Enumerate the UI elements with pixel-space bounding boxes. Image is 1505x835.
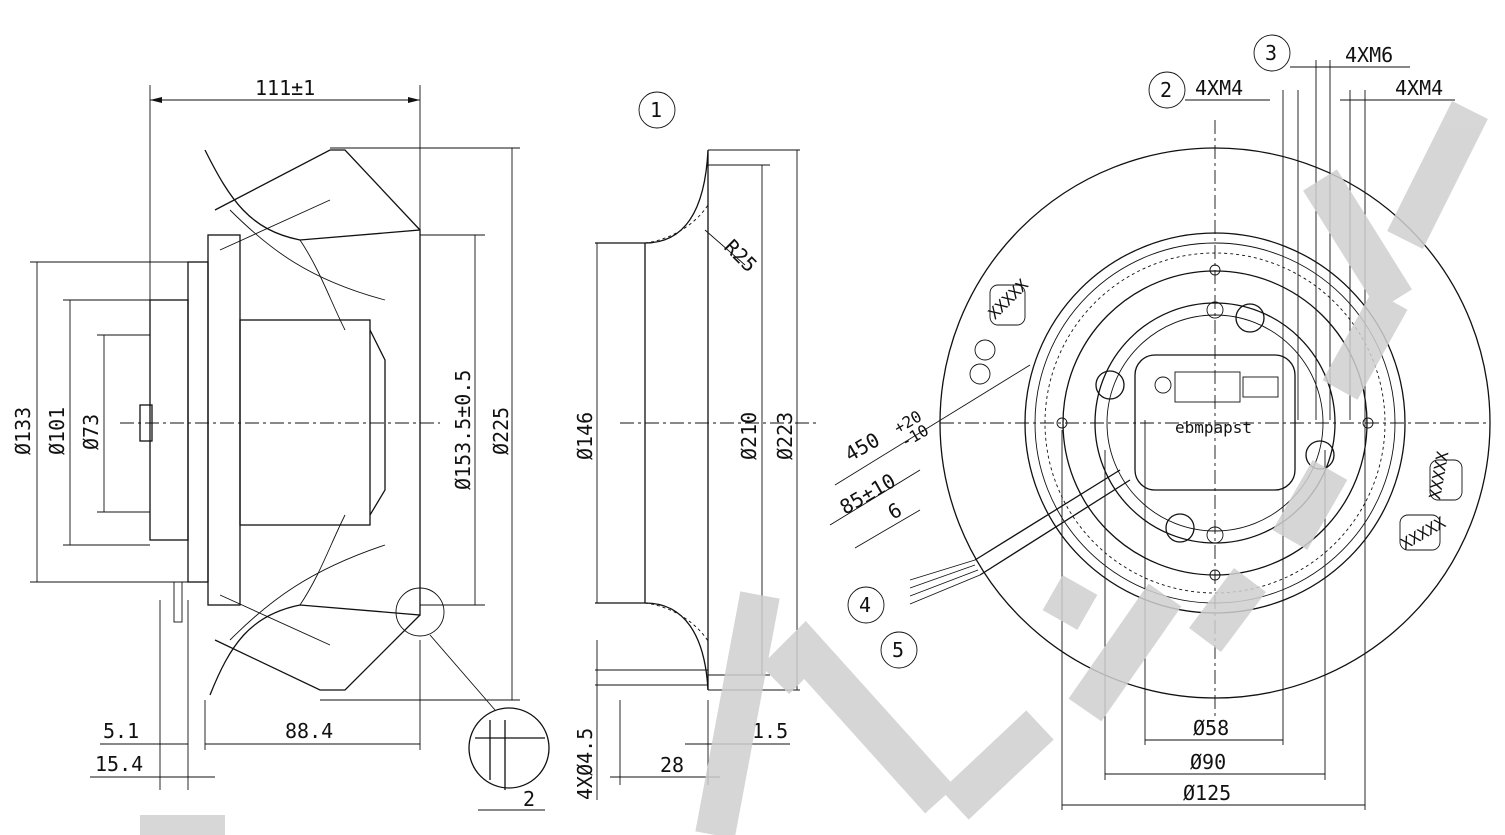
brand-label: ebmpapst [1175,418,1252,437]
callout-2: 2 [1160,78,1172,102]
callout-4: 4 [859,593,871,617]
dia-125-label: Ø125 [1183,781,1231,805]
dia-225-label: Ø225 [489,407,513,455]
dia-153-label: Ø153.5±0.5 [451,370,475,490]
watermark [140,101,1488,835]
side-view: 111±1 Ø133 Ø101 Ø73 Ø153.5±0.5 Ø225 5.1 … [11,76,550,811]
dim-1-5-label: 1.5 [752,719,788,743]
thread-m4-b-label: 4XM4 [1395,76,1443,100]
dia-210-label: Ø210 [737,412,761,460]
dim-5-1-label: 5.1 [103,719,139,743]
holes-label: 4XØ4.5 [573,728,597,800]
dia-73-label: Ø73 [79,414,103,450]
callout-5: 5 [892,638,904,662]
dia-90-label: Ø90 [1190,750,1226,774]
inlet-ring-view: 1 R25 Ø146 Ø210 Ø223 4XØ4.5 28 1.5 [573,91,820,800]
radius-label: R25 [719,235,762,278]
dia-58-label: Ø58 [1193,716,1229,740]
dia-133-label: Ø133 [11,407,35,455]
dim-15-4-label: 15.4 [95,752,143,776]
callout-3: 3 [1265,41,1277,65]
front-view: ebmpapst XXXXX XXXXX XXXXX 2 4XM4 3 4 [829,34,1491,810]
overall-width-label: 111±1 [255,76,315,100]
detail-dim-label: 2 [523,787,535,811]
housing-label-c: XXXXX [1398,513,1450,554]
dim-28-label: 28 [660,753,684,777]
thread-m6-label: 4XM6 [1345,43,1393,67]
dia-146-label: Ø146 [573,412,597,460]
thread-m4-a-label: 4XM4 [1195,76,1243,100]
housing-label-b: XXXXX [1425,450,1452,501]
lead-length-label: 450 [841,427,884,466]
dia-101-label: Ø101 [45,407,69,455]
dim-88-4-label: 88.4 [285,719,333,743]
callout-1: 1 [650,98,662,122]
dia-223-label: Ø223 [773,412,797,460]
